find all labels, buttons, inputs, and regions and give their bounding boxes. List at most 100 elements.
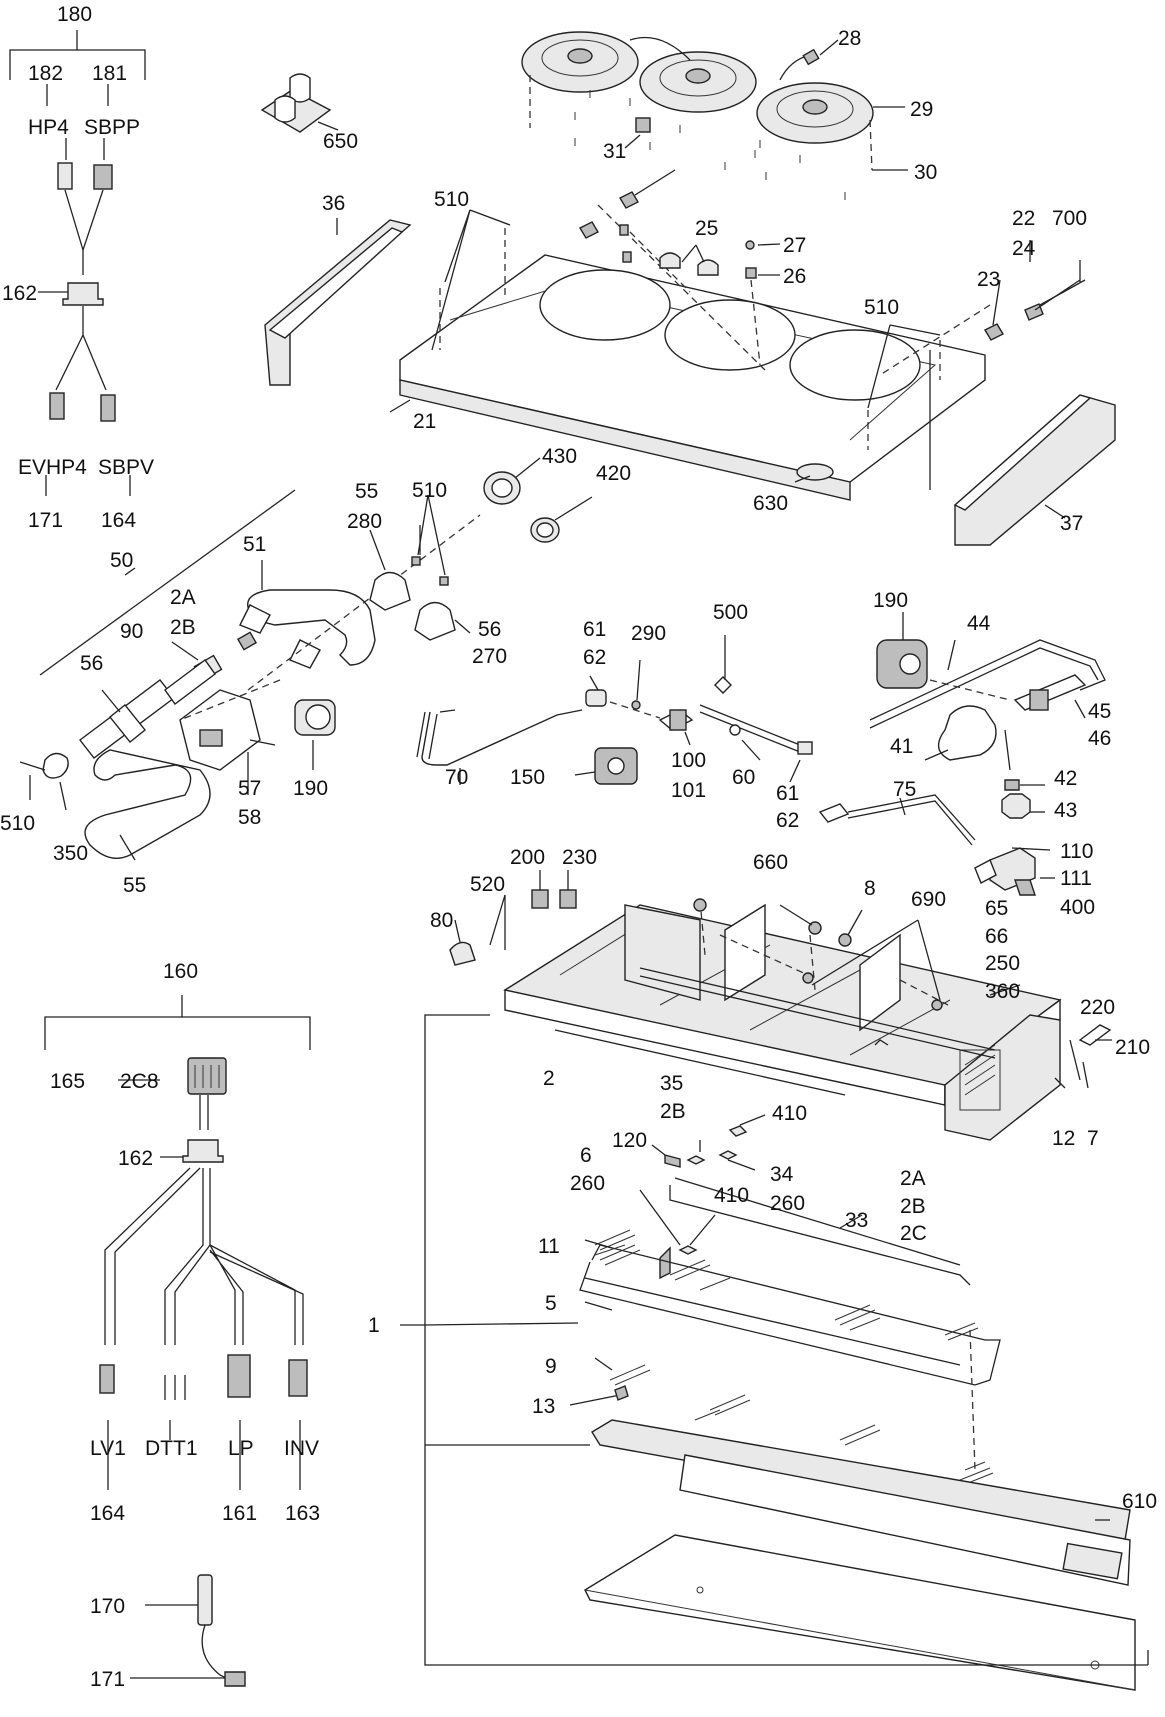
label-90: 90 xyxy=(120,620,143,643)
label-150: 150 xyxy=(510,766,545,789)
label-62-b: 62 xyxy=(776,809,799,832)
label-190-left: 190 xyxy=(293,777,328,800)
label-inv: INV xyxy=(284,1437,319,1460)
lv1-connector xyxy=(99,1364,115,1394)
label-660: 660 xyxy=(753,851,788,874)
label-45: 45 xyxy=(1088,700,1111,723)
nut-61 xyxy=(585,689,607,707)
label-165: 165 xyxy=(50,1070,85,1093)
label-25: 25 xyxy=(695,217,718,240)
label-23: 23 xyxy=(977,268,1000,291)
grommet-162-bottom xyxy=(182,1139,224,1163)
label-101: 101 xyxy=(671,779,706,802)
fitting-62 xyxy=(818,803,850,823)
label-7: 7 xyxy=(1087,1127,1099,1150)
bracket-31 xyxy=(635,117,651,133)
label-8: 8 xyxy=(864,877,876,900)
label-164-top: 164 xyxy=(101,509,136,532)
label-260-a: 260 xyxy=(770,1192,805,1215)
label-163: 163 xyxy=(285,1502,320,1525)
label-41: 41 xyxy=(890,735,913,758)
label-111: 111 xyxy=(1060,867,1092,890)
label-35: 35 xyxy=(660,1072,683,1095)
valve-body-280 xyxy=(369,571,411,611)
label-66: 66 xyxy=(985,925,1008,948)
gasket-230 xyxy=(559,889,577,909)
label-510-b: 510 xyxy=(864,296,899,319)
label-162-top: 162 xyxy=(2,282,37,305)
label-51: 51 xyxy=(243,533,266,556)
label-400: 400 xyxy=(1060,896,1095,919)
plate-210 xyxy=(1078,1024,1112,1046)
clip-13 xyxy=(614,1385,629,1401)
drip-tray-610 xyxy=(584,1419,1136,1691)
callout-labels: 180 182 181 HP4 SBPP 162 EVHP4 SBPV 171 … xyxy=(0,3,1157,1691)
label-2B-left: 2B xyxy=(170,616,196,639)
end-cap-37 xyxy=(953,394,1116,546)
label-29: 29 xyxy=(910,98,933,121)
label-520: 520 xyxy=(470,873,505,896)
label-42: 42 xyxy=(1054,767,1077,790)
clip-650 xyxy=(260,73,339,133)
tube-41 xyxy=(937,705,997,761)
label-62-a: 62 xyxy=(583,646,606,669)
label-630: 630 xyxy=(753,492,788,515)
grommet-162-top xyxy=(62,282,104,306)
valve-assembly-110 xyxy=(818,612,1106,896)
valve-body-270 xyxy=(414,601,456,641)
bracket-80 xyxy=(449,941,476,966)
label-410-b: 410 xyxy=(714,1184,749,1207)
label-410-a: 410 xyxy=(772,1102,807,1125)
label-hp4: HP4 xyxy=(28,116,69,139)
label-57: 57 xyxy=(238,777,261,800)
label-28: 28 xyxy=(838,27,861,50)
label-510-c: 510 xyxy=(412,479,447,502)
label-181: 181 xyxy=(92,62,127,85)
label-200: 200 xyxy=(510,846,545,869)
sbpv-connector xyxy=(100,394,116,422)
label-12: 12 xyxy=(1052,1127,1075,1150)
label-55-b: 55 xyxy=(123,874,146,897)
lp-connector xyxy=(227,1354,251,1398)
washer-42 xyxy=(1004,779,1020,791)
label-700: 700 xyxy=(1052,207,1087,230)
bracket-350 xyxy=(42,752,69,779)
label-610: 610 xyxy=(1122,1490,1157,1513)
label-690: 690 xyxy=(911,888,946,911)
valve-assembly-100 xyxy=(416,635,813,785)
label-65: 65 xyxy=(985,897,1008,920)
cover-fasteners xyxy=(431,169,1086,490)
label-13: 13 xyxy=(532,1395,555,1418)
label-21: 21 xyxy=(413,410,436,433)
label-230: 230 xyxy=(562,846,597,869)
label-46: 46 xyxy=(1088,727,1111,750)
label-162-bottom: 162 xyxy=(118,1147,153,1170)
label-500: 500 xyxy=(713,601,748,624)
label-510-a: 510 xyxy=(434,188,469,211)
label-610 xyxy=(1062,1542,1123,1580)
label-5: 5 xyxy=(545,1292,557,1315)
label-220: 220 xyxy=(1080,996,1115,1019)
label-58: 58 xyxy=(238,806,261,829)
label-6: 6 xyxy=(580,1144,592,1167)
label-26: 26 xyxy=(783,265,806,288)
label-182: 182 xyxy=(28,62,63,85)
hp4-connector xyxy=(57,162,73,190)
label-260-b: 260 xyxy=(570,1172,605,1195)
label-50: 50 xyxy=(110,549,133,572)
hose-55 xyxy=(84,749,211,859)
condenser-fans xyxy=(521,31,908,200)
label-161: 161 xyxy=(222,1502,257,1525)
label-510-d: 510 xyxy=(0,812,35,835)
label-160: 160 xyxy=(163,960,198,983)
evhp4-connector xyxy=(49,392,65,420)
label-120: 120 xyxy=(612,1129,647,1152)
label-250: 250 xyxy=(985,952,1020,975)
label-34: 34 xyxy=(770,1163,794,1186)
label-55-a: 55 xyxy=(355,480,378,503)
label-171-top: 171 xyxy=(28,509,63,532)
heater-assembly xyxy=(569,1114,1001,1486)
label-2C8: 2C8 xyxy=(120,1070,159,1093)
label-56-a: 56 xyxy=(478,618,501,641)
